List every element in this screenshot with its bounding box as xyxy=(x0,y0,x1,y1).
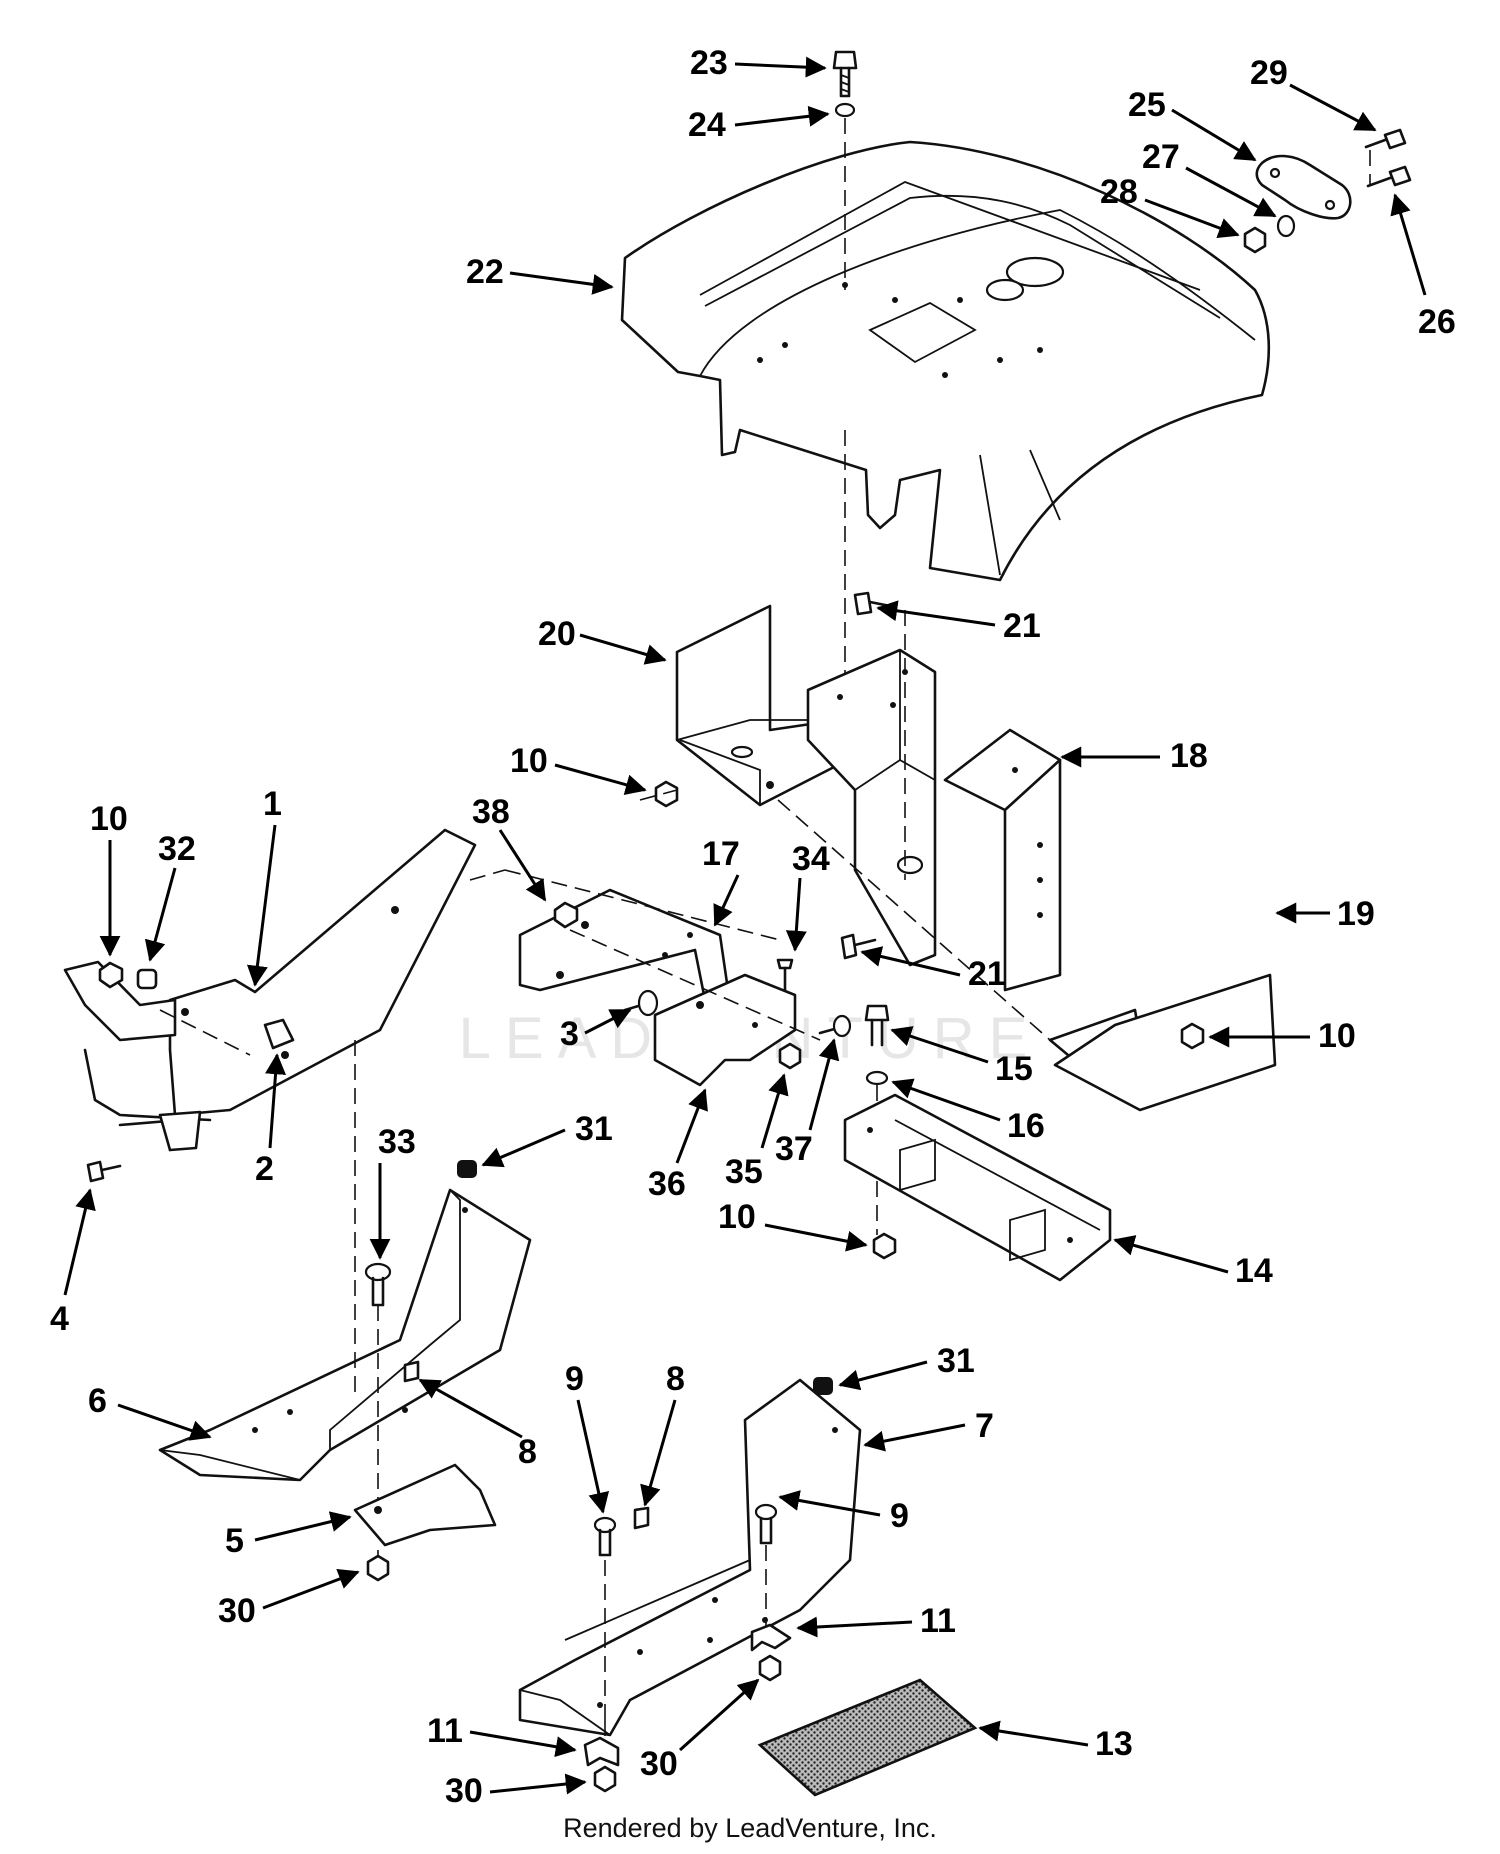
nut-10-lower xyxy=(872,1232,897,1260)
screw-26 xyxy=(1366,165,1412,188)
callout-label: 28 xyxy=(1100,173,1138,211)
bolt-15 xyxy=(864,1004,890,1047)
callout-label: 1 xyxy=(263,785,282,823)
fender-seat-pan xyxy=(620,140,1271,582)
footer-credit: Rendered by LeadVenture, Inc. xyxy=(563,1813,937,1843)
bolt-21-lower xyxy=(840,933,877,960)
nut-10-mid xyxy=(654,780,679,808)
callout-label: 6 xyxy=(88,1382,107,1420)
callout-label: 7 xyxy=(975,1407,994,1445)
callout-label: 22 xyxy=(466,253,504,291)
bracket-36 xyxy=(653,973,797,1087)
bumper-31-upper xyxy=(457,1160,477,1178)
callout-label: 10 xyxy=(1318,1017,1356,1055)
callout-label: 37 xyxy=(775,1130,813,1168)
callout-label: 21 xyxy=(1003,607,1041,645)
nut-30-mid xyxy=(758,1654,782,1682)
callout-label: 8 xyxy=(518,1433,537,1471)
callout-label: 4 xyxy=(50,1300,69,1338)
callout-label: 34 xyxy=(792,840,830,878)
nut-10-left xyxy=(98,961,124,989)
screw-29 xyxy=(1364,128,1407,150)
callout-label: 26 xyxy=(1418,303,1456,341)
callout-label: 11 xyxy=(920,1602,956,1640)
callout-label: 21 xyxy=(968,955,1006,993)
nut-35 xyxy=(778,1042,802,1070)
callout-label: 33 xyxy=(378,1123,416,1161)
footrest-7 xyxy=(518,1378,862,1737)
bolt-9-left xyxy=(593,1516,617,1557)
nut-30-left xyxy=(366,1554,390,1582)
washer-24 xyxy=(834,102,856,118)
callout-label: 5 xyxy=(225,1522,244,1560)
callout-label: 11 xyxy=(427,1712,463,1750)
callout-label: 29 xyxy=(1250,54,1288,92)
bolt-3 xyxy=(623,989,659,1017)
bracket-18 xyxy=(943,728,1062,992)
clip-8-lower xyxy=(633,1506,650,1530)
callout-label: 20 xyxy=(538,615,576,653)
clip-11-left xyxy=(583,1736,620,1767)
bolt-37 xyxy=(818,1014,852,1038)
callout-label: 18 xyxy=(1170,737,1208,775)
bolt-33 xyxy=(364,1262,392,1307)
callout-label: 23 xyxy=(690,44,728,82)
callout-label: 17 xyxy=(702,835,740,873)
footrest-6 xyxy=(158,1188,532,1482)
callout-label: 27 xyxy=(1142,138,1180,176)
screw-34 xyxy=(776,958,794,992)
nut-28 xyxy=(1243,226,1267,254)
nut-10-right xyxy=(1180,1022,1205,1050)
callout-label: 15 xyxy=(995,1050,1033,1088)
plate-25 xyxy=(1255,154,1352,220)
bracket-17 xyxy=(518,888,730,1002)
bolt-4 xyxy=(86,1160,122,1183)
nut-30-bottom xyxy=(593,1765,617,1793)
washer-16 xyxy=(865,1070,889,1086)
callout-label: 32 xyxy=(158,830,196,868)
callout-label: 38 xyxy=(472,793,510,831)
bracket-19 xyxy=(1048,973,1277,1112)
callout-label: 36 xyxy=(648,1165,686,1203)
callouts: 23 24 22 29 25 27 28 26 20 21 21 18 10 1… xyxy=(50,44,1456,1810)
washer-27 xyxy=(1276,214,1296,238)
callout-label: 16 xyxy=(1007,1107,1045,1145)
callout-label: 2 xyxy=(255,1150,274,1188)
mat-13 xyxy=(757,1678,978,1797)
nut-38 xyxy=(553,901,579,929)
callout-label: 24 xyxy=(688,106,726,144)
callout-label: 19 xyxy=(1337,895,1375,933)
bolt-23 xyxy=(832,50,858,98)
callout-label: 30 xyxy=(218,1592,256,1630)
shield-1 xyxy=(63,828,477,1152)
callout-label: 14 xyxy=(1235,1252,1273,1290)
callout-label: 10 xyxy=(718,1198,756,1236)
callout-label: 31 xyxy=(937,1342,975,1380)
callout-label: 13 xyxy=(1095,1725,1133,1763)
clip-11-right xyxy=(750,1623,792,1652)
callout-label: 9 xyxy=(890,1497,909,1535)
callout-label: 3 xyxy=(560,1015,579,1053)
callout-label: 10 xyxy=(510,742,548,780)
callout-label: 9 xyxy=(565,1360,584,1398)
callout-label: 8 xyxy=(666,1360,685,1398)
callout-label: 30 xyxy=(640,1745,678,1783)
callout-label: 10 xyxy=(90,800,128,838)
bolt-9-right xyxy=(754,1503,778,1545)
bumper-31-lower xyxy=(813,1377,833,1395)
bracket-5 xyxy=(353,1463,497,1547)
callout-label: 30 xyxy=(445,1772,483,1810)
callout-label: 31 xyxy=(575,1110,613,1148)
callout-label: 25 xyxy=(1128,86,1166,124)
callout-label: 35 xyxy=(725,1153,763,1191)
channel-bracket xyxy=(806,648,937,967)
spacer-32 xyxy=(136,968,158,990)
